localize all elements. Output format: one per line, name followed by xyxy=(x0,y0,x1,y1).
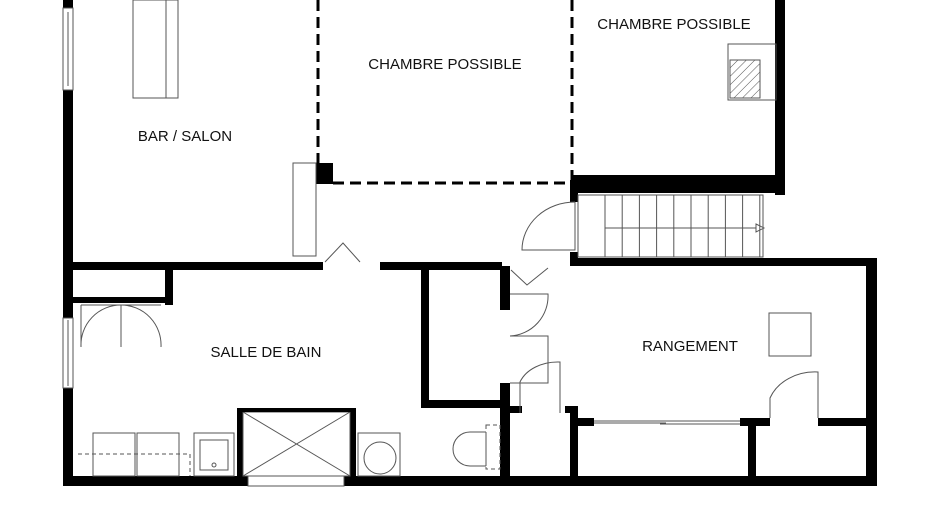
fireplace-icon xyxy=(727,43,777,101)
possible-partitions xyxy=(316,0,574,185)
room-label-salle-de-bain: SALLE DE BAIN xyxy=(211,344,322,361)
sink-right xyxy=(357,432,401,477)
bar-counter xyxy=(132,0,179,99)
walls xyxy=(63,0,877,486)
room-label-bar-salon: BAR / SALON xyxy=(138,128,232,145)
washing-machines xyxy=(78,432,191,477)
room-label-chambre-1: CHAMBRE POSSIBLE xyxy=(368,56,521,73)
room-label-rangement: RANGEMENT xyxy=(642,338,738,355)
shower xyxy=(237,408,356,477)
storage-box xyxy=(768,312,812,357)
windows xyxy=(62,7,345,487)
toilet xyxy=(452,424,501,470)
staircase xyxy=(577,194,766,258)
doors[interactable] xyxy=(80,201,819,425)
room-label-chambre-2: CHAMBRE POSSIBLE xyxy=(597,16,750,33)
cabinet xyxy=(292,162,317,257)
sink-left xyxy=(193,432,235,477)
